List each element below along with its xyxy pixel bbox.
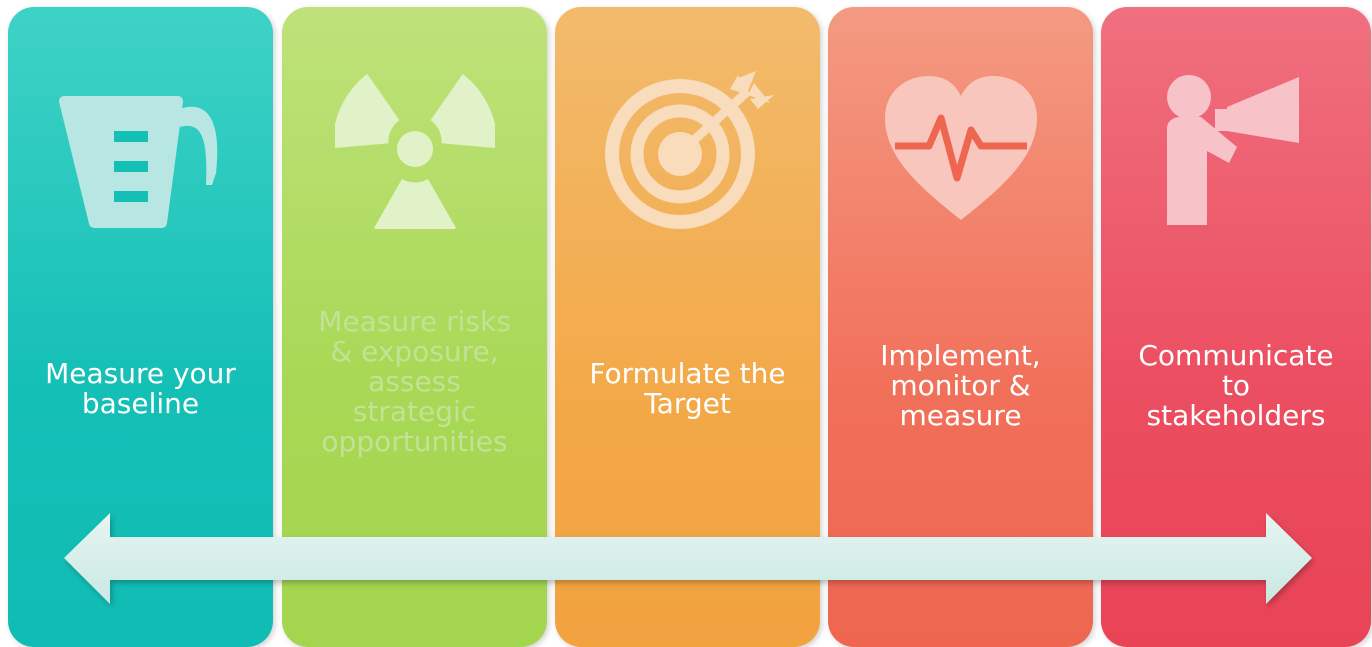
double-headed-arrow [64, 513, 1312, 604]
radiation-icon [282, 59, 547, 239]
step-1-label: Measure your baseline [45, 357, 236, 420]
step-4-label: Implement, monitor & measure [880, 339, 1041, 432]
step-5-label: Communicate to stakeholders [1138, 339, 1334, 432]
measuring-jug-icon [8, 59, 273, 239]
target-icon [555, 59, 820, 239]
step-3-label: Formulate the Target [589, 357, 786, 420]
step-2-label: Measure risks & exposure, assess strateg… [318, 305, 511, 458]
heartbeat-icon [828, 59, 1093, 239]
megaphone-person-icon [1101, 59, 1371, 239]
